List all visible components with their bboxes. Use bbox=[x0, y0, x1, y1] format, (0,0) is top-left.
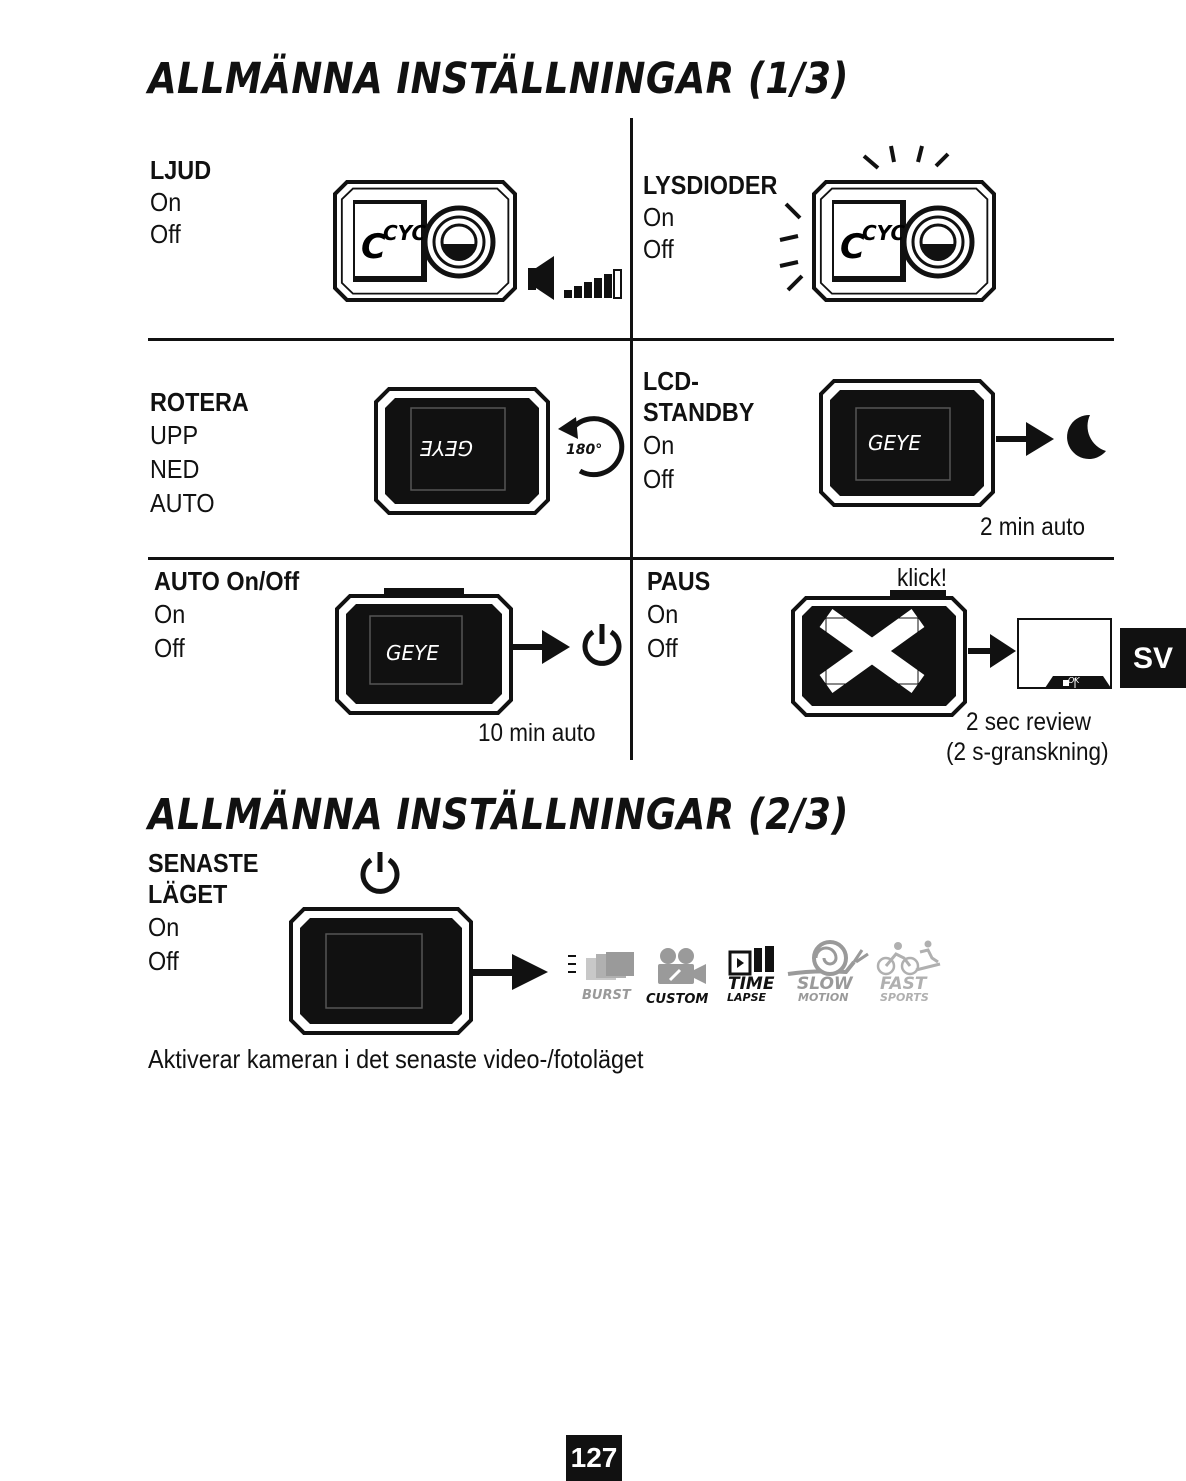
setting-label-line-1: SENASTE bbox=[148, 848, 259, 878]
lcd-standby-note: 2 min auto bbox=[980, 513, 1086, 541]
option-off: Off bbox=[647, 633, 678, 663]
arrow-right-icon bbox=[512, 630, 570, 664]
screen-brand: GEYE bbox=[386, 641, 439, 665]
mode-slow-label-1: SLOW bbox=[797, 974, 853, 994]
setting-rotera: ROTERA UPP NED AUTO bbox=[150, 387, 260, 520]
option-off: Off bbox=[150, 219, 181, 249]
option-off: Off bbox=[148, 946, 179, 976]
arrow-right-icon bbox=[968, 634, 1016, 668]
burst-icon bbox=[568, 952, 634, 980]
camera-paused-icon bbox=[791, 590, 967, 717]
option-off: Off bbox=[643, 234, 674, 264]
snail-icon bbox=[787, 940, 869, 976]
divider-row-1 bbox=[148, 338, 1114, 341]
setting-lcd-standby: LCD- STANDBY On Off bbox=[643, 366, 767, 496]
camera-back-icon bbox=[374, 387, 550, 515]
mode-slow-label-2: MOTION bbox=[798, 991, 849, 1004]
click-label: klick! bbox=[897, 564, 948, 592]
svg-text:CYC: CYC bbox=[383, 221, 426, 245]
time-lapse-icon bbox=[728, 946, 774, 976]
custom-icon bbox=[658, 948, 706, 984]
review-screen-icon bbox=[1017, 618, 1112, 689]
moon-icon bbox=[1067, 414, 1106, 459]
option-on: On bbox=[643, 202, 675, 232]
setting-label-line-1: LCD- bbox=[643, 366, 699, 396]
option-on: On bbox=[154, 599, 186, 629]
rotate-angle: 180° bbox=[566, 442, 603, 458]
arrow-right-icon bbox=[996, 422, 1054, 456]
paus-note-2: (2 s-granskning) bbox=[946, 738, 1109, 766]
page-title-2: ALLMÄNNA INSTÄLLNINGAR (2/3) bbox=[148, 790, 849, 840]
setting-lysdioder: LYSDIODER On Off bbox=[643, 170, 792, 265]
setting-auto-onoff: AUTO On/Off On Off bbox=[154, 566, 315, 665]
led-rays-icon bbox=[779, 145, 950, 292]
option-on: On bbox=[150, 187, 182, 217]
senaste-description: Aktiverar kameran i det senaste video-/f… bbox=[148, 1044, 644, 1074]
screen-brand-mirrored: GEYE bbox=[420, 436, 473, 460]
camera-back-icon bbox=[289, 907, 473, 1035]
camera-back-icon bbox=[819, 379, 995, 507]
paus-note-1: 2 sec review bbox=[966, 708, 1092, 736]
review-ok-label: OK bbox=[1068, 676, 1080, 685]
option-off: Off bbox=[643, 464, 674, 494]
option-auto: AUTO bbox=[150, 488, 215, 518]
svg-text:CYC: CYC bbox=[862, 221, 905, 245]
camera-front-icon: C CYC bbox=[333, 180, 517, 302]
option-on: On bbox=[643, 430, 675, 460]
camera-back-icon bbox=[335, 588, 513, 715]
option-ned: NED bbox=[150, 454, 200, 484]
auto-onoff-note: 10 min auto bbox=[478, 719, 596, 747]
option-on: On bbox=[647, 599, 679, 629]
option-on: On bbox=[148, 912, 180, 942]
setting-label: ROTERA bbox=[150, 387, 249, 417]
mode-time-label-1: TIME bbox=[728, 974, 775, 994]
mode-time-label-2: LAPSE bbox=[727, 991, 767, 1004]
setting-label: LYSDIODER bbox=[643, 170, 778, 200]
camera-front-icon: C CYC bbox=[812, 180, 996, 302]
volume-icon bbox=[528, 256, 622, 300]
page-title-1: ALLMÄNNA INSTÄLLNINGAR (1/3) bbox=[148, 54, 849, 104]
power-icon bbox=[582, 624, 622, 666]
setting-label-line-2: LÄGET bbox=[148, 879, 228, 909]
screen-brand: GEYE bbox=[868, 431, 921, 455]
cyclist-icon bbox=[876, 940, 941, 976]
mode-custom-label: CUSTOM bbox=[646, 992, 709, 1007]
divider-vertical bbox=[630, 118, 633, 760]
rotate-icon bbox=[558, 416, 625, 478]
setting-label: AUTO On/Off bbox=[154, 566, 300, 596]
mode-fast-label-2: SPORTS bbox=[880, 991, 929, 1004]
language-tab: SV bbox=[1120, 628, 1186, 688]
mode-burst-label: BURST bbox=[582, 988, 631, 1003]
setting-paus: PAUS On Off bbox=[647, 566, 717, 665]
setting-label-line-2: STANDBY bbox=[643, 397, 755, 427]
arrow-right-icon bbox=[472, 954, 548, 990]
divider-row-2 bbox=[148, 557, 1114, 560]
setting-label: LJUD bbox=[150, 155, 212, 185]
svg-text:C: C bbox=[840, 227, 865, 267]
setting-ljud: LJUD On Off bbox=[150, 155, 218, 250]
option-upp: UPP bbox=[150, 420, 199, 450]
setting-senaste: SENASTE LÄGET On Off bbox=[148, 848, 271, 978]
svg-text:C: C bbox=[361, 227, 386, 267]
power-icon bbox=[360, 852, 400, 894]
mode-fast-label-1: FAST bbox=[880, 974, 927, 994]
page-number: 127 bbox=[566, 1435, 622, 1481]
option-off: Off bbox=[154, 633, 185, 663]
setting-label: PAUS bbox=[647, 566, 711, 596]
